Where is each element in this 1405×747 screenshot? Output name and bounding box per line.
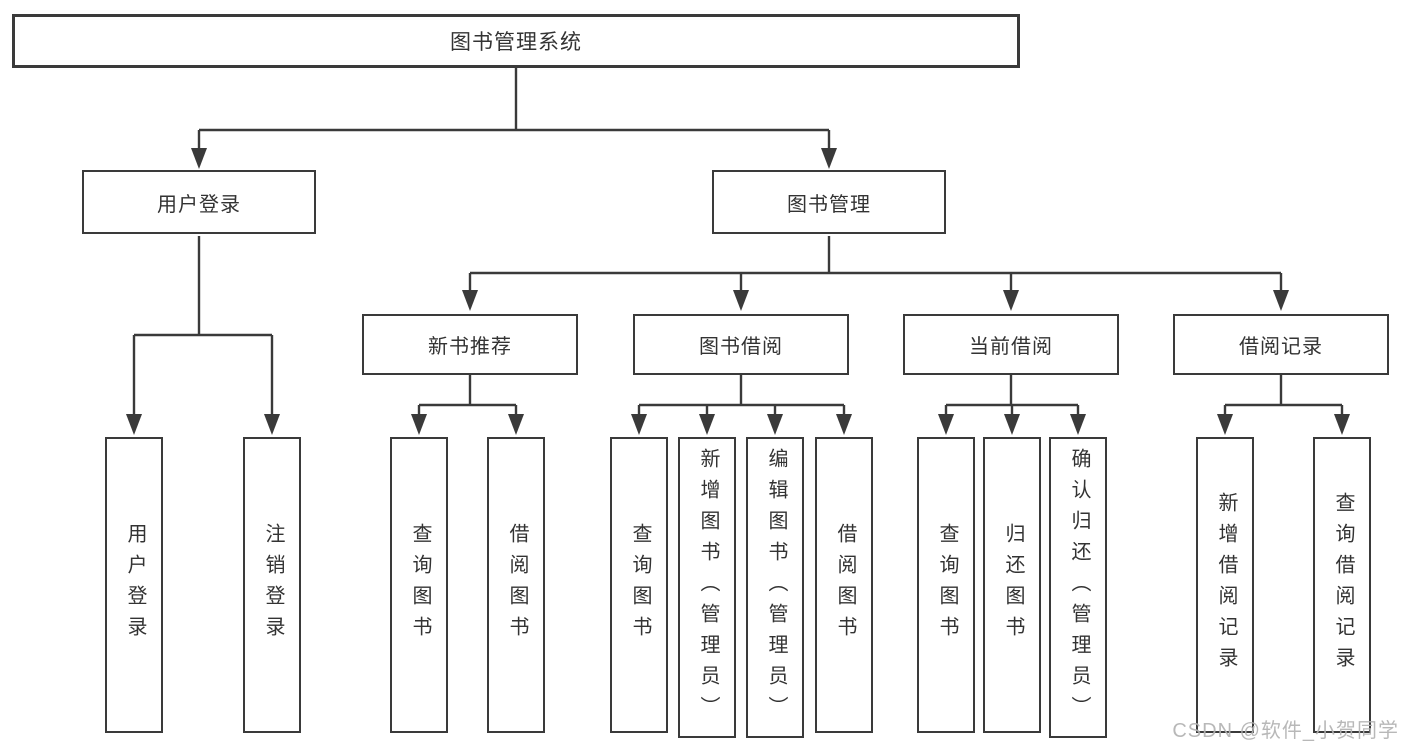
connector-user-login-branch (126, 236, 280, 435)
leaf-edit-book-admin: 编辑图书（管理员） (746, 437, 804, 738)
arrow-down-icon (508, 414, 524, 435)
arrow-down-icon (1217, 414, 1233, 435)
arrow-down-icon (191, 148, 207, 169)
connector-borrowing-records-branch (1217, 375, 1350, 435)
leaf-user-login: 用户登录 (105, 437, 163, 733)
arrow-down-icon (1070, 414, 1086, 435)
node-book-borrowing: 图书借阅 (633, 314, 849, 375)
node-user-login: 用户登录 (82, 170, 316, 234)
arrow-down-icon (462, 290, 478, 311)
leaf-add-book-admin: 新增图书（管理员） (678, 437, 736, 738)
arrow-down-icon (1273, 290, 1289, 311)
leaf-query-books-current: 查询图书 (917, 437, 975, 733)
arrow-down-icon (264, 414, 280, 435)
arrow-down-icon (767, 414, 783, 435)
node-new-book-recommendation: 新书推荐 (362, 314, 578, 375)
arrow-down-icon (411, 414, 427, 435)
csdn-watermark: CSDN @软件_小贺同学 (1172, 720, 1399, 742)
arrow-down-icon (938, 414, 954, 435)
connector-new-book-recommendation-branch (411, 375, 524, 435)
leaf-logout: 注销登录 (243, 437, 301, 733)
leaf-return-book: 归还图书 (983, 437, 1041, 733)
leaf-query-borrow-record: 查询借阅记录 (1313, 437, 1371, 733)
leaf-add-borrow-record: 新增借阅记录 (1196, 437, 1254, 733)
connector-book-borrowing-branch (631, 375, 852, 435)
leaf-borrow-books-recommend: 借阅图书 (487, 437, 545, 733)
node-library-management-system: 图书管理系统 (12, 14, 1020, 68)
node-book-management: 图书管理 (712, 170, 946, 234)
arrow-down-icon (1003, 290, 1019, 311)
arrow-down-icon (126, 414, 142, 435)
connector-root-to-level2 (191, 67, 837, 169)
arrow-down-icon (821, 148, 837, 169)
arrow-down-icon (1004, 414, 1020, 435)
connector-book-management-branch (462, 236, 1289, 311)
leaf-query-books-recommend: 查询图书 (390, 437, 448, 733)
arrow-down-icon (699, 414, 715, 435)
arrow-down-icon (1334, 414, 1350, 435)
node-borrowing-records: 借阅记录 (1173, 314, 1389, 375)
connector-current-borrowing-branch (938, 375, 1086, 435)
leaf-query-books-borrowing: 查询图书 (610, 437, 668, 733)
arrow-down-icon (733, 290, 749, 311)
leaf-confirm-return-admin: 确认归还（管理员） (1049, 437, 1107, 738)
node-current-borrowing: 当前借阅 (903, 314, 1119, 375)
leaf-borrow-books-borrowing: 借阅图书 (815, 437, 873, 733)
arrow-down-icon (836, 414, 852, 435)
arrow-down-icon (631, 414, 647, 435)
